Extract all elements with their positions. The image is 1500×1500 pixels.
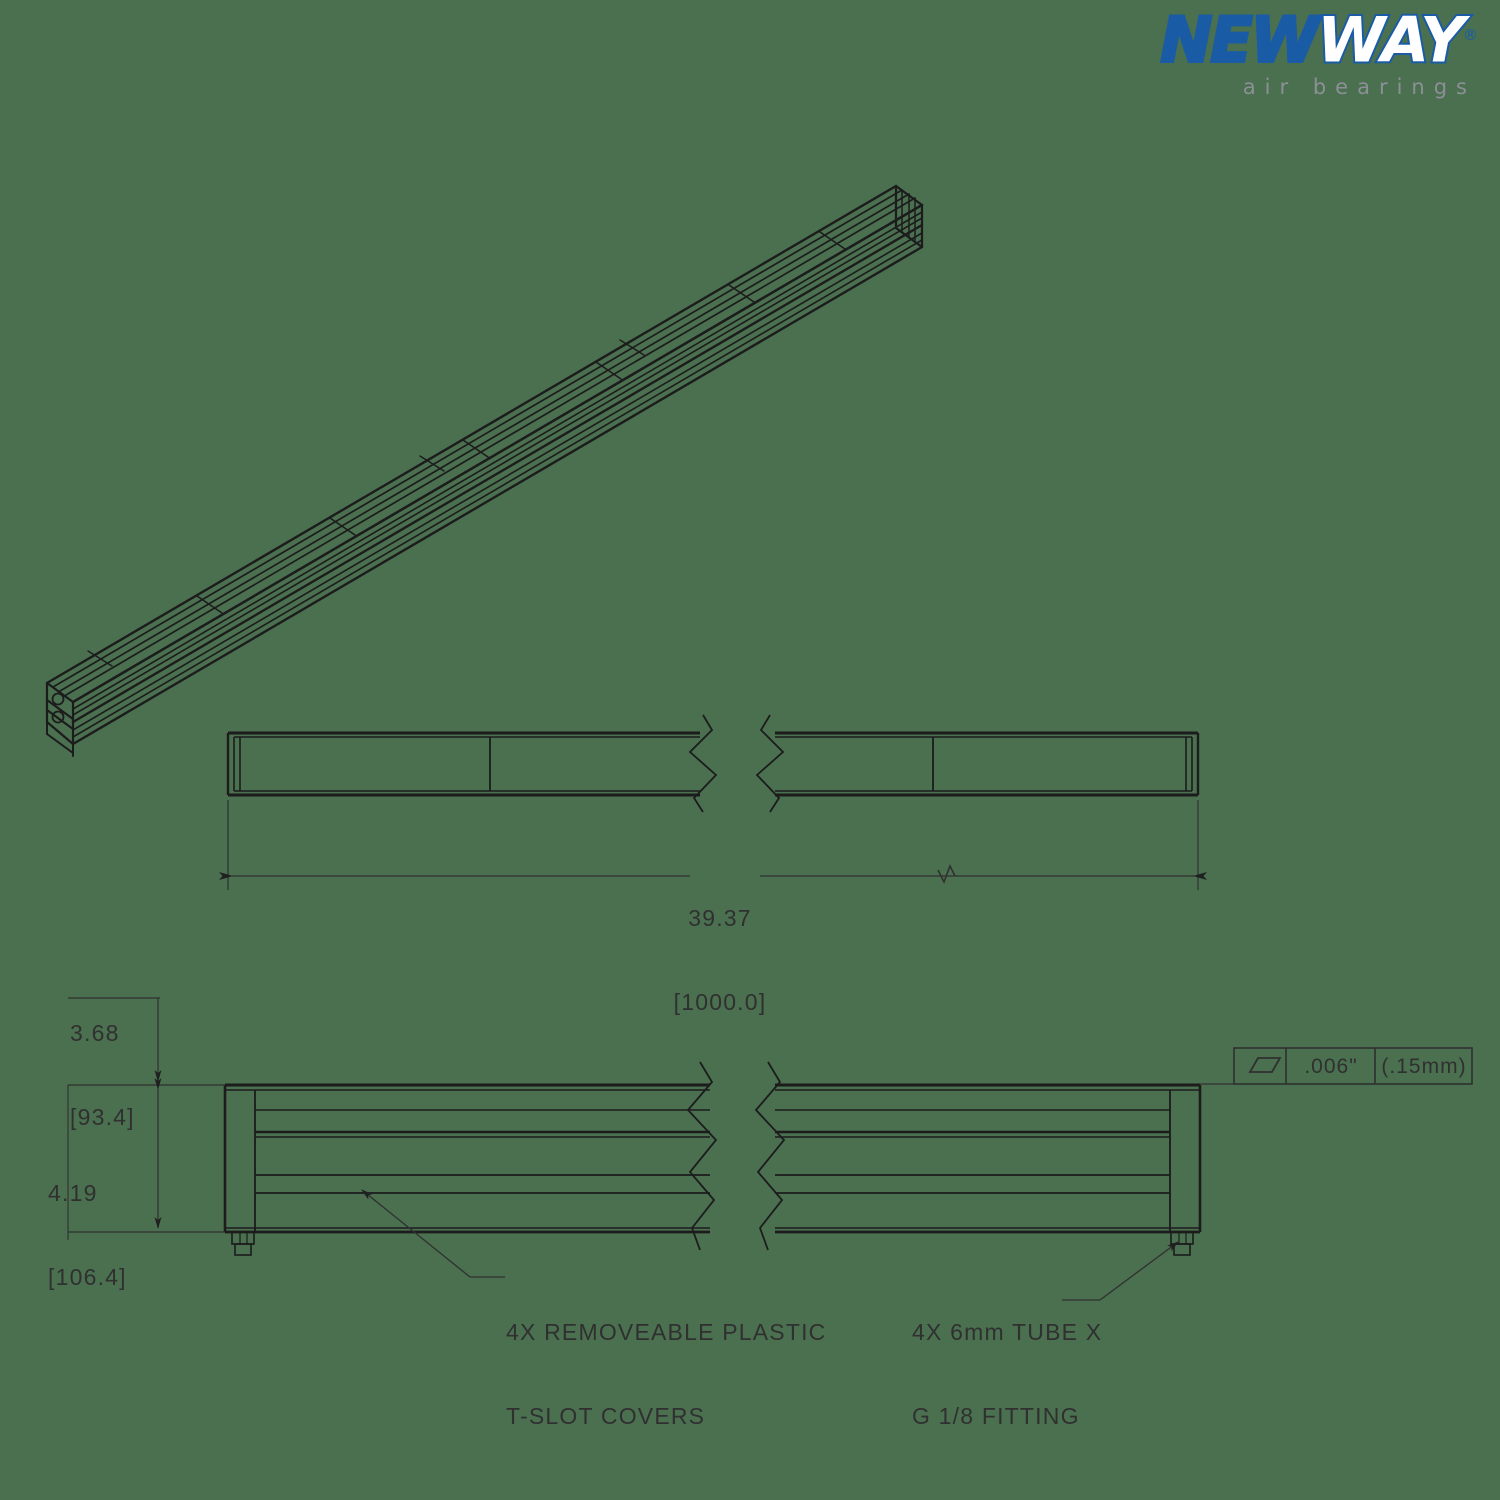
annotation-tube-line2: G 1/8 FITTING xyxy=(912,1403,1080,1429)
annotation-t-slot-covers: 4X REMOVEABLE PLASTIC T-SLOT COVERS xyxy=(506,1262,826,1486)
annotation-leaders xyxy=(361,1189,1179,1301)
annotation-t-slot-line2: T-SLOT COVERS xyxy=(506,1403,706,1429)
logo-text-new: NEW xyxy=(1159,3,1321,77)
top-view-break-lines xyxy=(688,714,785,813)
flatness-tolerance-metric: (.15mm) xyxy=(1381,1055,1467,1078)
length-dimension-label: 39.37 [1000.0] xyxy=(630,848,810,1072)
top-view xyxy=(226,714,1200,813)
annotation-tube-line1: 4X 6mm TUBE X xyxy=(912,1319,1103,1345)
height-lower-metric-value: [106.4] xyxy=(48,1264,127,1290)
newway-logo: NEWWAY® air bearings xyxy=(1078,4,1478,108)
flatness-callout-box xyxy=(1200,1047,1473,1085)
iso-left-foot xyxy=(46,721,74,757)
logo-text-way: WAY xyxy=(1315,3,1467,77)
iso-top-slot-lines xyxy=(52,189,916,696)
flatness-tolerance-inch: .006" xyxy=(1304,1055,1358,1078)
length-metric-value: [1000.0] xyxy=(673,989,767,1015)
iso-right-end-detail xyxy=(901,189,916,241)
flatness-symbol-icon xyxy=(1248,1057,1282,1073)
logo-tagline: air bearings xyxy=(1242,74,1476,99)
iso-left-end-ports xyxy=(51,692,65,724)
front-right-tube-fitting xyxy=(1170,1231,1194,1256)
annotation-t-slot-line1: 4X REMOVEABLE PLASTIC xyxy=(506,1319,827,1345)
registered-trademark-icon: ® xyxy=(1463,26,1478,44)
length-dimension xyxy=(219,800,1207,890)
height-upper-inch-value: 3.68 xyxy=(70,1020,120,1046)
top-view-right-segment xyxy=(775,731,1200,797)
iso-front-face xyxy=(71,203,924,746)
iso-left-end-cap xyxy=(45,681,75,746)
iso-lower-slot-dividers xyxy=(87,339,645,667)
height-lower-inch-value: 4.19 xyxy=(48,1180,98,1206)
top-view-left-segment xyxy=(226,731,700,797)
iso-front-slot-lines xyxy=(72,211,923,738)
front-left-tube-fitting xyxy=(231,1231,255,1256)
front-view-right-half xyxy=(775,1083,1202,1256)
front-view-break-lines xyxy=(686,1061,786,1251)
logo-wordmark: NEWWAY® xyxy=(1078,4,1478,73)
iso-slot-cover-dividers xyxy=(196,231,846,614)
dim-break-symbol xyxy=(937,864,956,884)
front-view xyxy=(223,1061,1202,1256)
isometric-rail-view xyxy=(45,184,924,757)
height-upper-label: 3.68 [93.4] xyxy=(70,963,210,1187)
height-upper-metric-value: [93.4] xyxy=(70,1104,135,1130)
annotation-tube-fitting: 4X 6mm TUBE X G 1/8 FITTING xyxy=(912,1262,1102,1486)
front-view-left-half xyxy=(223,1083,710,1256)
height-dimensions xyxy=(67,997,225,1240)
leader-tube-fitting xyxy=(1099,1241,1179,1301)
height-lower-label: 4.19 [106.4] xyxy=(48,1123,188,1347)
leader-t-slot-covers xyxy=(361,1189,471,1278)
length-inch-value: 39.37 xyxy=(688,905,752,931)
